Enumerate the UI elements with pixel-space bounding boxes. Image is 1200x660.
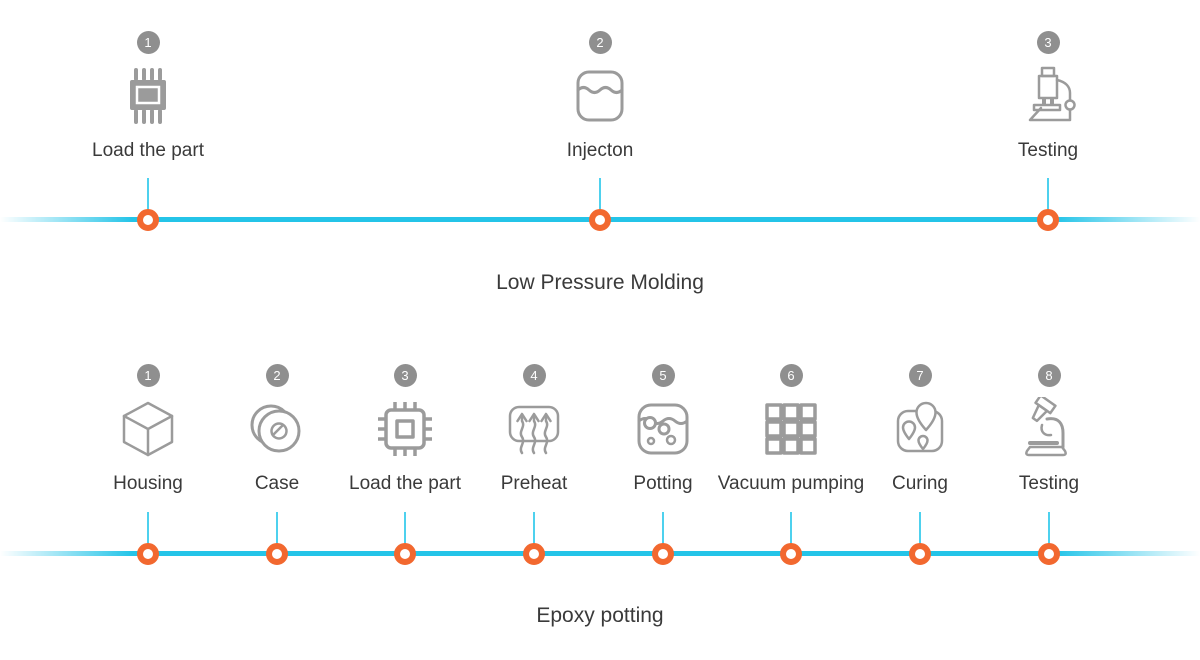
step-number: 1 [144,35,152,50]
step-number-badge: 1 [136,364,160,387]
timeline-marker [137,209,159,231]
step-injecton: 2 Injecton [490,31,710,162]
step-number: 7 [916,368,924,383]
step-connector [919,512,921,554]
step-label: Testing [1018,473,1080,494]
step-preheat: 4 Preheat [454,364,614,495]
step-number: 3 [1044,35,1052,50]
step-connector [147,512,149,554]
step-label: Preheat [500,473,568,494]
cpu-chip-icon [369,393,441,465]
step-connector [790,512,792,554]
step-label: Housing [113,473,183,494]
step-curing: 7 Curing [840,364,1000,495]
timeline-marker [137,543,159,565]
step-number-badge: 6 [779,364,803,387]
timeline-title-low-pressure-molding: Low Pressure Molding [496,271,704,294]
timeline-marker [266,543,288,565]
step-label: Potting [633,473,693,494]
timeline-marker [909,543,931,565]
step-number: 1 [144,368,152,383]
grid-squares-icon [755,393,827,465]
timeline-marker [523,543,545,565]
step-connector [1047,178,1049,220]
step-number: 2 [596,35,604,50]
timeline-marker [652,543,674,565]
step-testing-1: 3 Testing [938,31,1158,162]
step-number-badge: 3 [1036,31,1060,54]
step-number-badge: 2 [588,31,612,54]
step-number-badge: 4 [522,364,546,387]
microscope-icon [1012,60,1084,132]
step-number: 3 [401,368,409,383]
step-testing-2: 8 Testing [969,364,1129,495]
step-label: Injecton [566,140,634,161]
step-vacuum-pumping: 6 Vacuum pumping [711,364,871,495]
step-label: Vacuum pumping [717,473,865,494]
timeline-track [0,551,1200,556]
step-housing: 1 Housing [68,364,228,495]
step-number-badge: 1 [136,31,160,54]
timeline-marker [1037,209,1059,231]
step-label: Testing [1017,140,1079,161]
step-number: 8 [1045,368,1053,383]
step-connector [662,512,664,554]
step-load-the-part-1: 1 Load the part [38,31,258,162]
timeline-marker [780,543,802,565]
cube-icon [112,393,184,465]
step-number: 5 [659,368,667,383]
step-number-badge: 3 [393,364,417,387]
timeline-title-epoxy-potting: Epoxy potting [536,604,664,627]
step-label: Load the part [92,140,204,161]
step-number-badge: 8 [1037,364,1061,387]
step-load-the-part-2: 3 Load the part [325,364,485,495]
step-label: Case [254,473,300,494]
step-potting: 5 Potting [583,364,743,495]
step-number-badge: 7 [908,364,932,387]
step-label: Load the part [349,473,461,494]
step-connector [533,512,535,554]
step-connector [147,178,149,220]
step-label: Curing [892,473,948,494]
step-number: 2 [273,368,281,383]
step-number-badge: 5 [651,364,675,387]
step-connector [599,178,601,220]
step-connector [1048,512,1050,554]
chip-filled-icon [112,60,184,132]
microscope-tilted-icon [1013,393,1085,465]
step-number: 4 [530,368,538,383]
step-connector [276,512,278,554]
step-connector [404,512,406,554]
potting-container-icon [627,393,699,465]
timeline-marker [1038,543,1060,565]
case-rings-icon [241,393,313,465]
timeline-marker [589,209,611,231]
heat-arrows-icon [498,393,570,465]
step-number: 6 [787,368,795,383]
step-number-badge: 2 [265,364,289,387]
map-pins-icon [884,393,956,465]
step-case: 2 Case [197,364,357,495]
timeline-marker [394,543,416,565]
molding-container-icon [564,60,636,132]
